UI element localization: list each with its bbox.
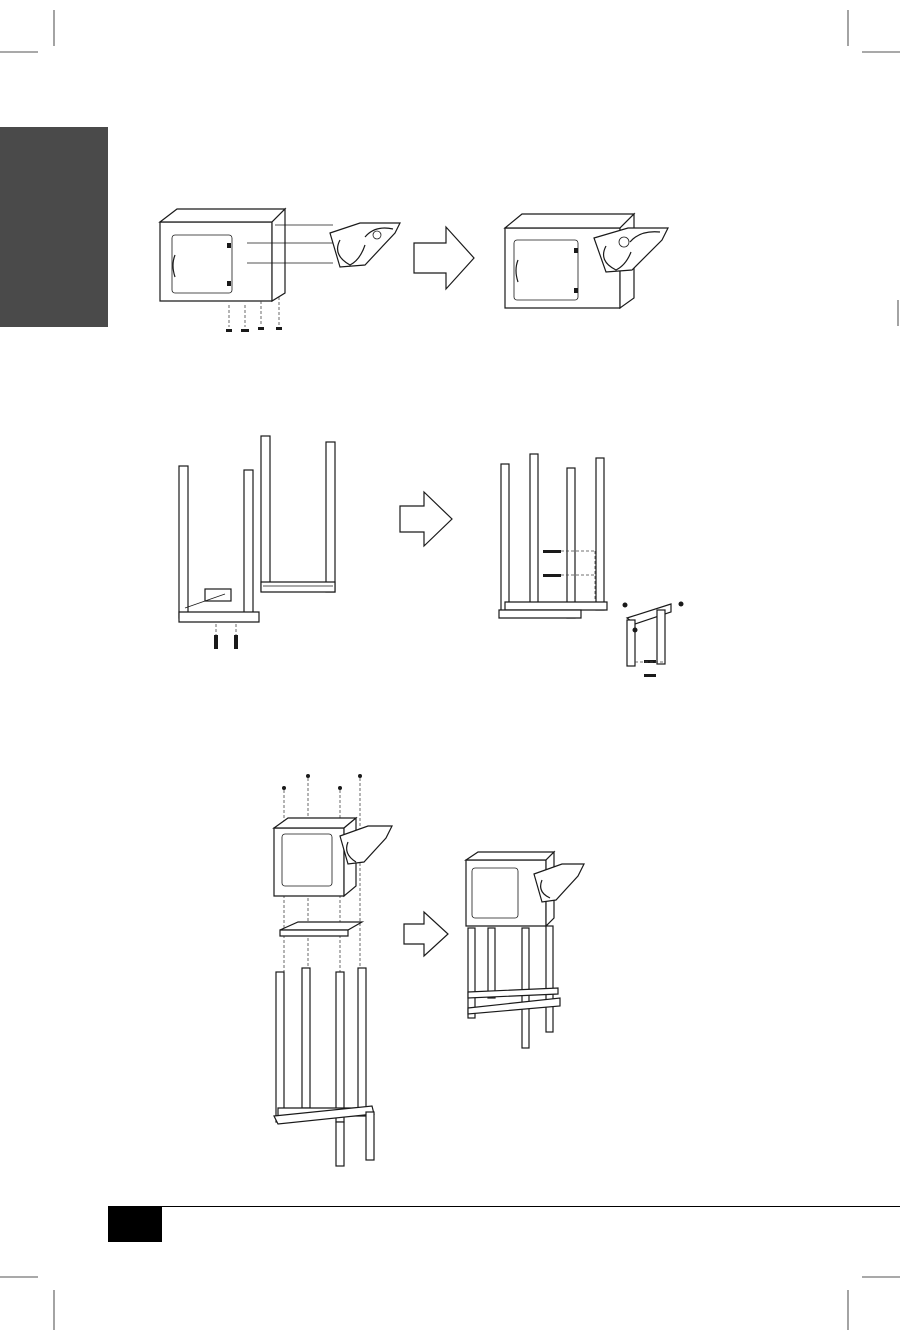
step-assemble-stand-after <box>495 450 695 700</box>
step-attach-handle-before <box>155 205 415 345</box>
right-arrow-icon <box>412 225 476 291</box>
step-assemble-stand-before <box>165 432 365 662</box>
step-mount-cabinet-before <box>268 772 428 1172</box>
page-number-box <box>108 1206 162 1242</box>
footer-rule <box>108 1206 900 1207</box>
section-tab <box>0 127 108 327</box>
step-mount-cabinet-after <box>462 848 592 1063</box>
step-attach-handle-after <box>500 208 680 318</box>
right-arrow-icon <box>402 910 450 958</box>
right-arrow-icon <box>398 490 454 548</box>
